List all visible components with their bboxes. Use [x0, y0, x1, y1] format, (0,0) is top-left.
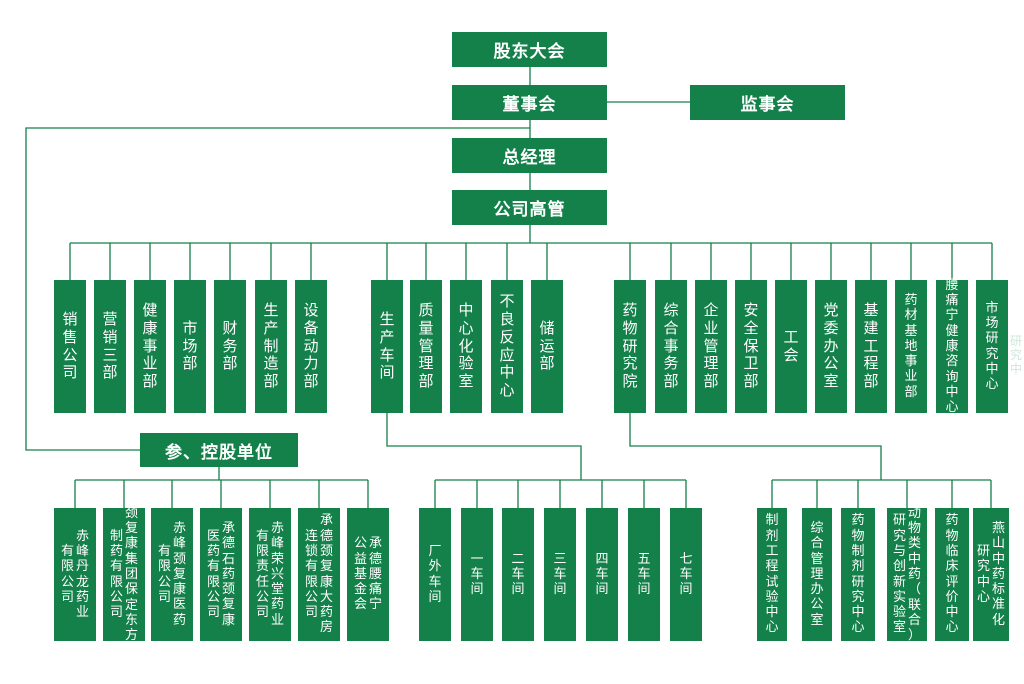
dept-box: 生产制造部	[255, 280, 287, 413]
holding-unit-box: 赤峰颈复康医药有限公司	[151, 508, 193, 641]
workshop-box: 二车间	[502, 508, 534, 641]
dept-box: 企业管理部	[695, 280, 727, 413]
executives-box: 公司高管	[452, 190, 607, 225]
dept-box: 质量管理部	[410, 280, 442, 413]
dept-box: 设备动力部	[295, 280, 327, 413]
research-center-box: 药物临床评价中心	[935, 508, 969, 641]
dept-box: 安全保卫部	[735, 280, 767, 413]
workshop-box: 三车间	[544, 508, 576, 641]
workshop-box: 一车间	[461, 508, 493, 641]
research-center-box: 燕山中药标准化研究中心	[973, 508, 1009, 641]
connector-line	[25, 127, 530, 451]
dept-box: 营销三部	[94, 280, 126, 413]
board-of-directors-box: 董事会	[452, 85, 607, 120]
workshop-box: 五车间	[628, 508, 660, 641]
dept-box: 不良反应中心	[491, 280, 523, 413]
dept-box: 综合事务部	[655, 280, 687, 413]
holding-unit-box: 赤峰丹龙药业有限公司	[54, 508, 96, 641]
research-center-box: 药物制剂研究中心	[841, 508, 875, 641]
dept-box: 生产车间	[371, 280, 403, 413]
holding-unit-box: 颈复康集团保定东方制药有限公司	[103, 506, 145, 643]
holding-unit-box: 承德腰痛宁公益基金会	[347, 508, 389, 641]
edge-fragment-text: 研究中	[1009, 334, 1022, 376]
workshop-box: 厂外车间	[419, 508, 451, 641]
dept-box: 药材基地事业部	[895, 280, 927, 413]
dept-box: 市场部	[174, 280, 206, 413]
dept-box: 销售公司	[54, 280, 86, 413]
shareholders-meeting-box: 股东大会	[452, 32, 607, 67]
dept-box: 党委办公室	[815, 280, 847, 413]
general-manager-box: 总经理	[452, 138, 607, 173]
dept-box: 健康事业部	[134, 280, 166, 413]
holding-unit-box: 承德颈复康大药房连锁有限公司	[298, 508, 340, 641]
supervisory-board-box: 监事会	[690, 85, 845, 120]
dept-box: 储运部	[531, 280, 563, 413]
dept-box: 市场研究中心	[976, 280, 1008, 413]
holding-unit-box: 赤峰荣兴堂药业有限责任公司	[249, 508, 291, 641]
dept-box: 药物研究院	[614, 280, 646, 413]
holding-unit-box: 承德石药颈复康医药有限公司	[200, 508, 242, 641]
dept-box: 工会	[775, 280, 807, 413]
dept-box: 腰痛宁健康咨询中心	[936, 278, 968, 415]
research-center-box: 综合管理办公室	[802, 508, 832, 641]
dept-box: 基建工程部	[855, 280, 887, 413]
workshop-box: 四车间	[586, 508, 618, 641]
holdings-box: 参、控股单位	[140, 433, 298, 467]
dept-box: 财务部	[214, 280, 246, 413]
research-center-box: 动物类中药（联合）研究与创新实验室	[887, 506, 927, 643]
connector-line	[386, 413, 582, 480]
dept-box: 中心化验室	[450, 280, 482, 413]
connector-line	[629, 413, 882, 480]
research-center-box: 制剂工程试验中心	[757, 508, 787, 641]
workshop-box: 七车间	[670, 508, 702, 641]
